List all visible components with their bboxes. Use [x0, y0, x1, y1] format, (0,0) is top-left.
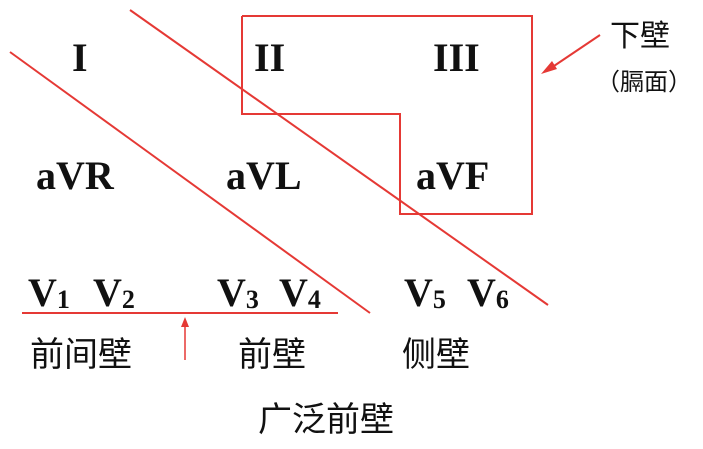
inferior-arrow-head	[541, 61, 557, 74]
lead-III: III	[433, 35, 480, 80]
extensive-arrow-head	[181, 317, 189, 327]
lead-V4: V4	[279, 273, 321, 313]
lead-V6-number: 6	[495, 285, 509, 314]
anterior-wall-label: 前壁	[238, 335, 306, 375]
lead-V5-letter: V	[404, 270, 433, 315]
lead-V6-letter: V	[467, 270, 496, 315]
lead-V2: V2	[93, 273, 135, 313]
lead-V4-letter: V	[279, 270, 308, 315]
lead-aVL: aVL	[226, 153, 302, 198]
inferior-wall-box	[241, 15, 533, 215]
lead-V6: V6	[467, 273, 509, 313]
lead-V2-letter: V	[93, 270, 122, 315]
lead-II: II	[254, 35, 286, 80]
inferior-arrow-shaft	[547, 34, 601, 71]
extensive-anterior-wall-label: 广泛前壁	[258, 400, 394, 440]
lead-V2-number: 2	[121, 285, 135, 314]
inferior-wall-sublabel: （膈面）	[596, 68, 692, 96]
divider-line-left	[9, 51, 371, 314]
lead-V5: V5	[404, 273, 446, 313]
lead-V1-letter: V	[28, 270, 57, 315]
lead-V4-number: 4	[307, 285, 321, 314]
divider-line-right	[129, 9, 549, 306]
lead-V3-number: 3	[245, 285, 259, 314]
lead-V3: V3	[217, 273, 259, 313]
lateral-wall-label: 侧壁	[402, 335, 470, 375]
lead-V3-letter: V	[217, 270, 246, 315]
inferior-wall-label: 下壁	[610, 19, 670, 54]
lead-V1-number: 1	[56, 285, 70, 314]
lead-V1: V1	[28, 273, 70, 313]
lead-I: I	[72, 35, 88, 80]
lead-aVF: aVF	[416, 153, 490, 198]
anteroseptal-wall-label: 前间壁	[30, 335, 132, 375]
lead-V5-number: 5	[432, 285, 446, 314]
lead-aVR: aVR	[36, 153, 114, 198]
